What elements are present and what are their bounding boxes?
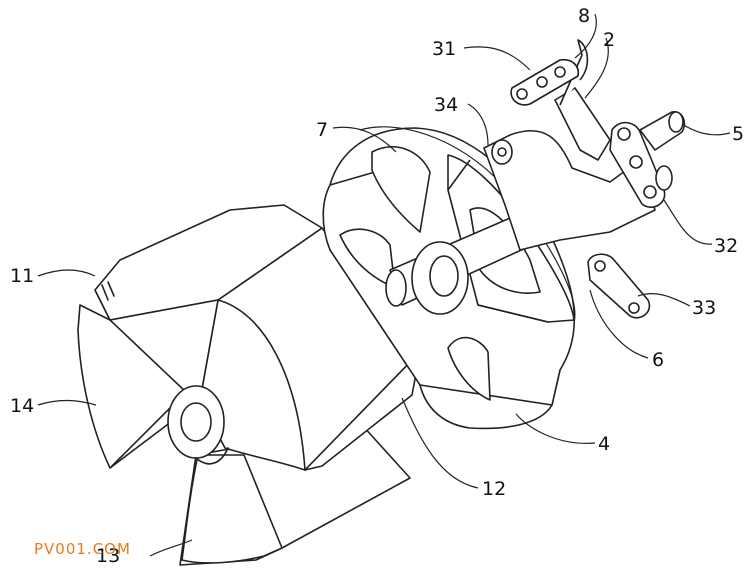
rear-bracket [483,129,656,251]
pin-5 [639,111,686,151]
label-4: 4 [598,433,610,455]
label-33: 33 [692,297,716,319]
label-14: 14 [10,395,34,417]
label-8: 8 [578,5,590,27]
label-31: 31 [432,38,456,60]
link-31 [510,58,580,106]
label-2: 2 [603,29,615,51]
label-13: 13 [96,545,120,567]
label-11: 11 [10,265,34,287]
front-hub [167,385,229,465]
label-34: 34 [434,94,458,116]
label-6: 6 [652,349,664,371]
blade-13 [179,424,411,566]
label-32: 32 [714,235,738,257]
label-12: 12 [482,478,506,500]
arm-2 [554,39,611,161]
link-33 [587,253,651,319]
watermark: PV001.COM [34,540,131,558]
leader-lines [37,13,731,557]
label-7: 7 [316,119,328,141]
callout-labels: 8 31 2 34 7 5 32 11 33 6 14 4 12 13 [10,5,744,567]
label-5: 5 [732,123,744,145]
link-32 [609,121,673,208]
